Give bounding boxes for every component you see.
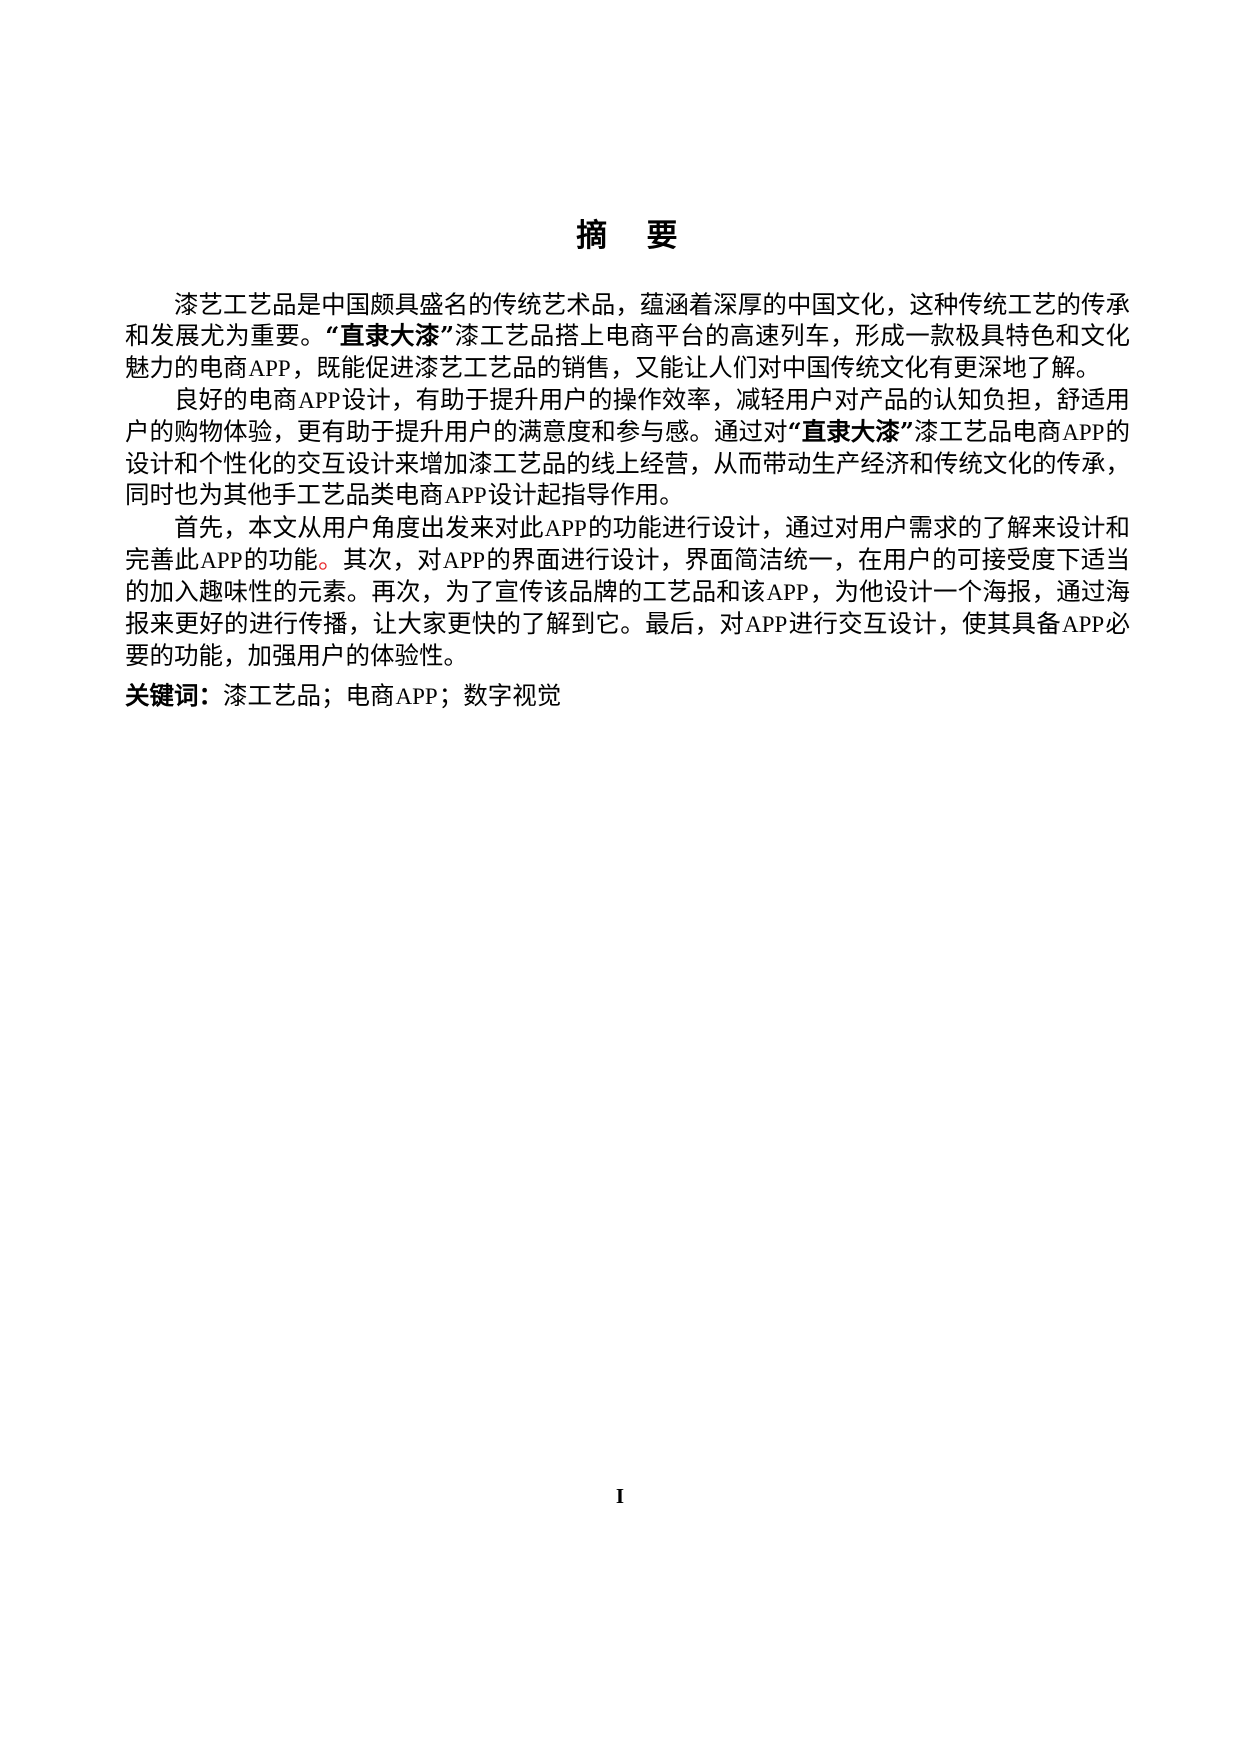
keywords-values: 漆工艺品；电商APP；数字视觉 <box>223 681 561 710</box>
text-run: 漆艺工艺品是中国颇具盛名的传统艺术品，蕴涵着深厚的中国文化，这种传统工艺的传承和… <box>125 290 1130 351</box>
latin-term: APP <box>298 387 341 413</box>
keywords-label: 关键词： <box>125 680 223 710</box>
text-run: 必要的功能，加强用户的体验性。 <box>125 609 1130 671</box>
latin-term: APP <box>1062 612 1105 638</box>
text-run: 的功能进行设计，通过对用户需求的了解来设计和完善此 <box>125 512 1131 574</box>
text-run: ；数字视觉 <box>438 680 562 710</box>
emphasis-brand-name: “直隶大漆” <box>787 417 914 446</box>
abstract-paragraph-1: 漆艺工艺品是中国颇具盛名的传统艺术品，蕴涵着深厚的中国文化，这种传统工艺的传承和… <box>125 289 1130 384</box>
abstract-paragraph-3: 首先，本文从用户角度出发来对此APP的功能进行设计，通过对用户需求的了解来设计和… <box>125 512 1130 672</box>
latin-term: APP <box>200 547 243 573</box>
text-run: 漆工艺品搭上电商平台的高速列车，形成一款极具特色和文化魅力的电商 <box>125 321 1131 382</box>
page-title: 摘要 <box>125 218 1130 255</box>
abstract-title-second-char: 要 <box>646 218 679 254</box>
emphasis-brand-name: “直隶大漆” <box>325 321 455 351</box>
latin-term: APP <box>395 683 438 709</box>
text-run: 漆工艺品电商 <box>913 417 1062 446</box>
text-run: 进行交互设计，使其具备 <box>788 609 1062 639</box>
text-run: 漆工艺品；电商 <box>223 680 395 710</box>
page-number: I <box>615 1484 625 1508</box>
text-run: 的功能 <box>243 544 319 574</box>
text-run: 设计起指导作用。 <box>487 480 684 510</box>
text-run: ，既能促进漆艺工艺品的销售，又能让人们对中国传统文化有更深地了解。 <box>291 352 1101 382</box>
abstract-paragraph-2: 良好的电商APP设计，有助于提升用户的操作效率，减轻用户对产品的认知负担，舒适用… <box>125 384 1130 512</box>
latin-term: APP <box>444 483 487 509</box>
latin-term: APP <box>766 580 809 606</box>
text-run: 其次，对 <box>342 544 442 574</box>
abstract-section: 摘要 漆艺工艺品是中国颇具盛名的传统艺术品，蕴涵着深厚的中国文化，这种传统工艺的… <box>125 218 1130 712</box>
latin-term: APP <box>544 515 587 541</box>
text-run: 首先，本文从用户角度出发来对此 <box>174 512 544 542</box>
latin-term: APP <box>248 355 291 381</box>
text-run: 的界面进行设计，界面简洁统一，在用户的可接受度下适当的加入趣味性的元素。再次，为… <box>125 544 1130 607</box>
text-run: 设计，有助于提升用户的操作效率，减轻用户对产品的认知负担，舒适用户的购物体验，更… <box>125 384 1130 446</box>
latin-term: APP <box>745 612 788 638</box>
text-run: ，为他设计一个海报，通过海报来更好的进行传播，让大家更快的了解到它。最后，对 <box>125 577 1130 639</box>
latin-term: APP <box>1062 420 1105 445</box>
text-run: 的设计和个性化的交互设计来增加漆工艺品的线上经营，从而带动生产经济和传统文化的传… <box>125 417 1131 510</box>
red-punctuation-mark: 。 <box>318 544 343 574</box>
abstract-title-first-char: 摘 <box>576 218 609 254</box>
text-run: 良好的电商 <box>174 384 298 414</box>
keywords-line: 关键词：漆工艺品；电商APP；数字视觉 <box>125 680 1130 712</box>
latin-term: APP <box>442 547 486 573</box>
